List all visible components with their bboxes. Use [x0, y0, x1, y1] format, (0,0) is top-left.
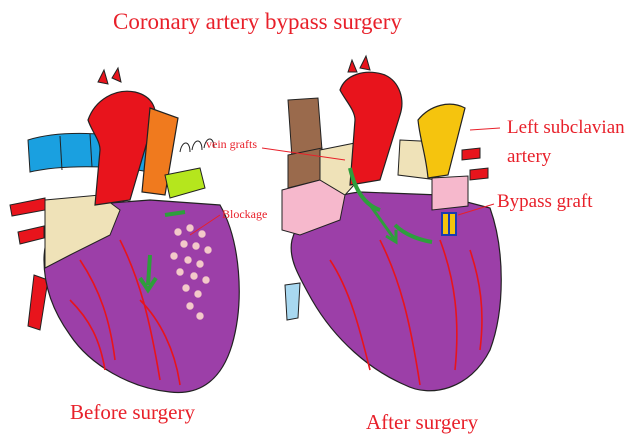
vein-grafts-label: vein grafts	[206, 138, 257, 150]
heart-after	[262, 56, 501, 391]
before-surgery-caption: Before surgery	[70, 402, 195, 423]
bypass-graft-label: Bypass graft	[497, 192, 593, 211]
left-subclavian-label-line1: Left subclavian	[507, 118, 625, 137]
after-surgery-caption: After surgery	[366, 412, 478, 433]
left-arteries-before	[10, 198, 48, 330]
blockage-label: Blockage	[222, 208, 267, 220]
left-subclavian-label-line2: artery	[507, 147, 551, 166]
heart-before	[10, 68, 239, 392]
